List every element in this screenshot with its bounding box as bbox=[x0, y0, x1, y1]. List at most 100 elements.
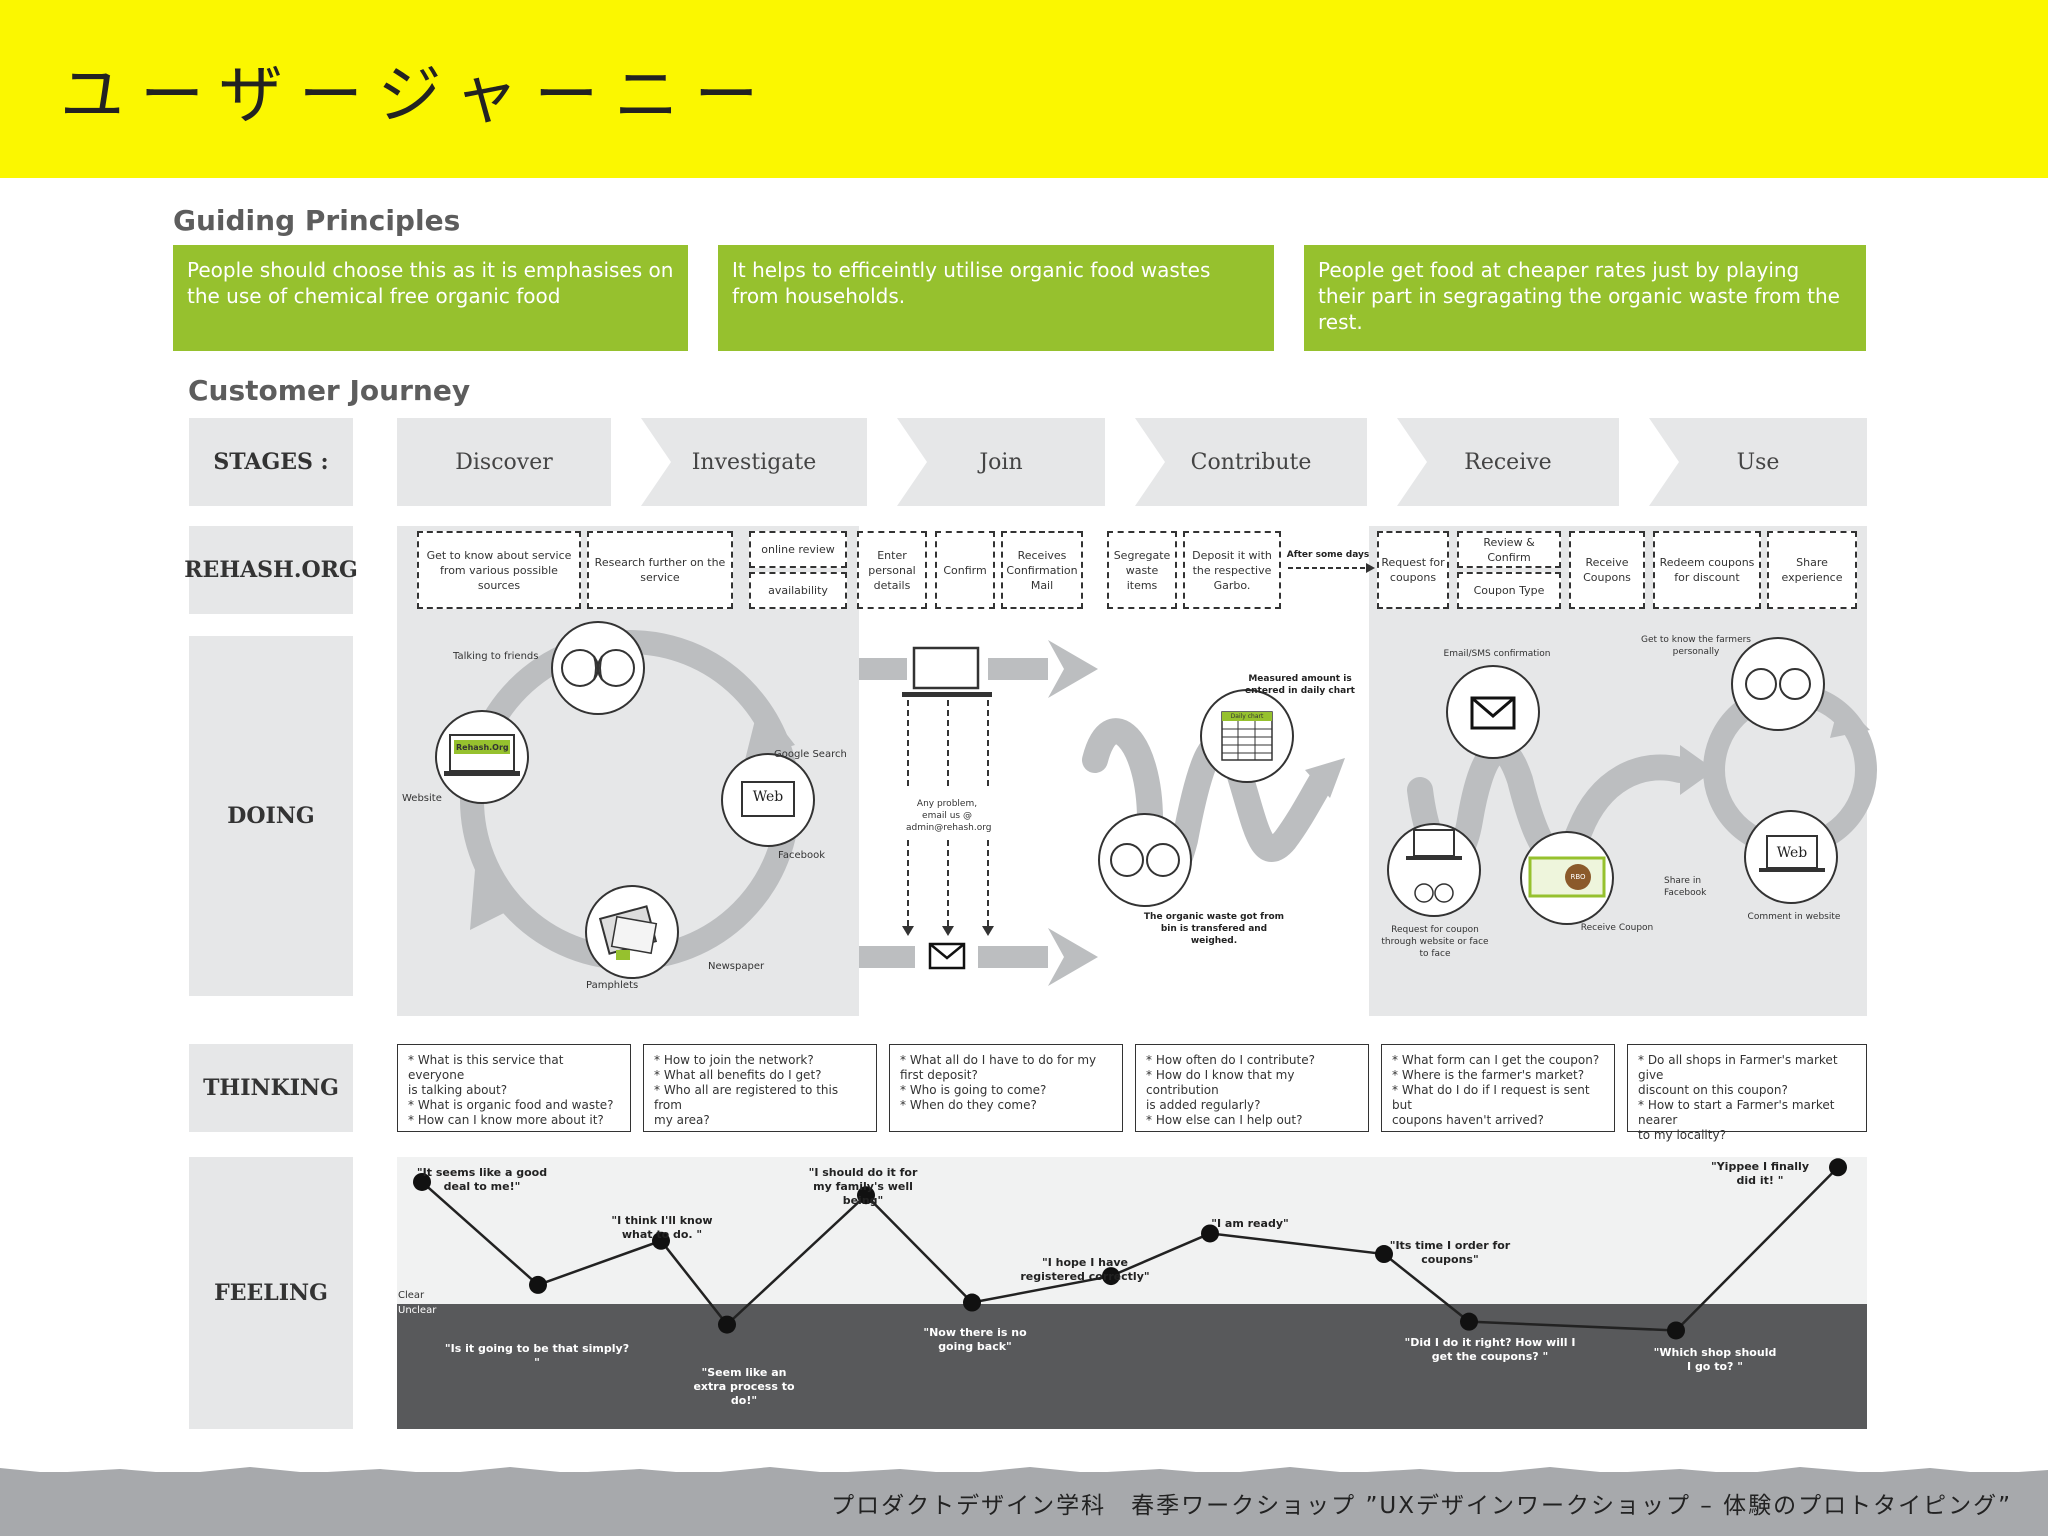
step-box: Redeem coupons for discount bbox=[1653, 531, 1761, 609]
feeling-point bbox=[857, 1186, 875, 1205]
row-label-stages: STAGES : bbox=[189, 418, 353, 506]
newspaper-label: Newspaper bbox=[708, 961, 765, 972]
feeling-point bbox=[1375, 1245, 1393, 1264]
feeling-quote: "It seems like a good deal to me!" bbox=[416, 1166, 548, 1193]
join-arrows bbox=[859, 640, 1098, 986]
row-label-feeling: FEELING bbox=[189, 1157, 353, 1429]
feeling-point bbox=[1829, 1158, 1847, 1177]
feeling-quote: "Now there is no going back" bbox=[923, 1326, 1027, 1353]
feeling-quote: "I hope I have registered correctly" bbox=[1020, 1256, 1150, 1283]
request-coupon-icon bbox=[1387, 823, 1481, 917]
use-web-label: Web bbox=[1776, 845, 1808, 861]
feeling-quote: "I am ready" bbox=[1211, 1217, 1289, 1230]
weighing-people-icon bbox=[1098, 813, 1192, 907]
step-box: Segregate waste items bbox=[1107, 531, 1177, 609]
stage-receive: Receive bbox=[1397, 418, 1619, 506]
comment-website-label: Comment in website bbox=[1747, 912, 1841, 922]
feeling-unclear-zone bbox=[397, 1304, 1867, 1429]
google-search-label: Google Search bbox=[774, 749, 847, 760]
stage-discover: Discover bbox=[397, 418, 611, 506]
feeling-quote: "Its time I order for coupons" bbox=[1389, 1239, 1511, 1266]
comment-web-icon bbox=[1744, 810, 1838, 904]
dashed-down-arrows bbox=[907, 700, 989, 926]
website-label: Website bbox=[402, 793, 442, 804]
share-facebook-label: Share in Facebook bbox=[1664, 876, 1707, 898]
arrow-heads bbox=[902, 926, 994, 936]
site-logo-text: Rehash.Org bbox=[456, 743, 509, 752]
farmers-icon bbox=[1731, 637, 1825, 731]
feeling-quote: "I think I'll know what to do. " bbox=[611, 1214, 713, 1241]
google-search-web-icon bbox=[721, 753, 815, 847]
feeling-point bbox=[1460, 1312, 1478, 1331]
thinking-text: * What is this service that everyone is … bbox=[408, 1053, 614, 1127]
feeling-quote: "I should do it for my family's well bei… bbox=[808, 1166, 918, 1207]
customer-journey-title: Customer Journey bbox=[188, 374, 471, 407]
principle-box: People get food at cheaper rates just by… bbox=[1304, 245, 1866, 351]
thinking-text: * How often do I contribute? * How do I … bbox=[1146, 1053, 1315, 1127]
thinking-box: * What is this service that everyone is … bbox=[397, 1044, 631, 1132]
thinking-text: * What all do I have to do for my first … bbox=[900, 1053, 1097, 1112]
step-box: availability bbox=[749, 572, 847, 609]
step-box: Confirm bbox=[935, 531, 995, 609]
guiding-principles-title: Guiding Principles bbox=[173, 204, 461, 237]
thinking-box: * What all do I have to do for my first … bbox=[889, 1044, 1123, 1132]
after-days-note: After some days bbox=[1286, 550, 1370, 560]
facebook-label: Facebook bbox=[778, 850, 825, 861]
unclear-label: Unclear bbox=[398, 1305, 437, 1316]
laptop-icon bbox=[902, 646, 992, 697]
step-box: Review & Confirm bbox=[1457, 531, 1561, 568]
stage-join: Join bbox=[897, 418, 1105, 506]
step-box: Get to know about service from various p… bbox=[417, 531, 581, 609]
web-label: Web bbox=[752, 789, 784, 805]
talking-friends-icon bbox=[551, 621, 645, 715]
step-box: Receives Confirmation Mail bbox=[1001, 531, 1083, 609]
thinking-box: * What form can I get the coupon? * Wher… bbox=[1381, 1044, 1615, 1132]
feeling-point bbox=[718, 1315, 736, 1334]
measured-note: Measured amount is entered in daily char… bbox=[1245, 674, 1355, 696]
feeling-quote: "Yippee I finally did it! " bbox=[1710, 1160, 1809, 1187]
newspaper-icon bbox=[585, 885, 679, 979]
receive-coupon-label: Receive Coupon bbox=[1580, 923, 1654, 933]
mail-icon bbox=[928, 942, 966, 970]
request-coupon-label: Request for coupon through website or fa… bbox=[1381, 925, 1489, 959]
step-box: Deposit it with the respective Garbo. bbox=[1183, 531, 1281, 609]
step-box: Research further on the service bbox=[587, 531, 733, 609]
row-label-doing: DOING bbox=[189, 636, 353, 996]
feeling-quote: "Is it going to be that simply? " bbox=[444, 1342, 630, 1369]
stage-use: Use bbox=[1649, 418, 1867, 506]
feeling-quote: "Which shop should I go to? " bbox=[1653, 1346, 1777, 1373]
thinking-text: * Do all shops in Farmer's market give d… bbox=[1638, 1053, 1838, 1142]
website-laptop-icon bbox=[435, 710, 529, 804]
step-box: Receive Coupons bbox=[1569, 531, 1645, 609]
step-box: Request for coupons bbox=[1377, 531, 1449, 609]
feeling-quote: "Did I do it right? How will I get the c… bbox=[1404, 1336, 1576, 1363]
feeling-quote: "Seem like an extra process to do!" bbox=[693, 1366, 795, 1407]
slide-title: ユーザージャーニー bbox=[60, 59, 775, 133]
footer-text: プロダクトデザイン学科 春季ワークショップ ”UXデザインワークショップ – 体… bbox=[831, 1493, 2012, 1519]
problem-note: Any problem, email us @ admin@rehash.org bbox=[906, 799, 992, 833]
title-band bbox=[0, 0, 2048, 178]
thinking-text: * What form can I get the coupon? * Wher… bbox=[1392, 1053, 1600, 1127]
feeling-point bbox=[1102, 1267, 1120, 1286]
footer-band bbox=[0, 1467, 2048, 1536]
contribute-flow-arrow bbox=[1082, 718, 1345, 889]
pamphlets-label: Pamphlets bbox=[586, 980, 639, 991]
thinking-box: * How to join the network? * What all be… bbox=[643, 1044, 877, 1132]
thinking-box: * How often do I contribute? * How do I … bbox=[1135, 1044, 1369, 1132]
feeling-clear-zone bbox=[397, 1157, 1867, 1304]
principle-box: People should choose this as it is empha… bbox=[173, 245, 688, 351]
feeling-point bbox=[529, 1275, 547, 1294]
thinking-text: * How to join the network? * What all be… bbox=[654, 1053, 839, 1127]
farmers-label: Get to know the farmers personally bbox=[1641, 635, 1751, 657]
after-days-arrow bbox=[1288, 563, 1375, 573]
principle-box: It helps to efficeintly utilise organic … bbox=[718, 245, 1274, 351]
stage-contribute: Contribute bbox=[1135, 418, 1367, 506]
row-label-rehash: REHASH.ORG bbox=[184, 526, 358, 614]
receive-coupon-icon bbox=[1520, 831, 1614, 925]
step-box: Enter personal details bbox=[857, 531, 927, 609]
stage-investigate: Investigate bbox=[641, 418, 867, 506]
feeling-point bbox=[413, 1172, 431, 1191]
step-box: online review bbox=[749, 531, 847, 568]
